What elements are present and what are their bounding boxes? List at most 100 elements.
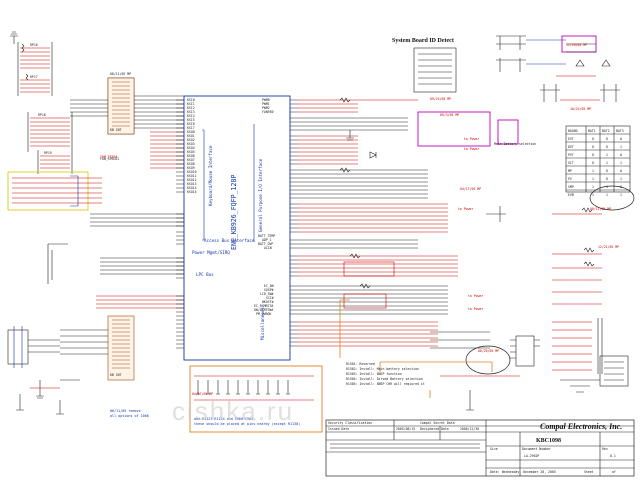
ec-right-wiring — [298, 97, 458, 347]
rev-tag-7: 08/11/05 MP — [590, 207, 611, 211]
sig-left-a: FAN_SPEED1 — [100, 157, 119, 161]
ec-pin-r13: EC_RSMRST# — [254, 304, 273, 308]
rev-tag-4: 06/26/05 MP — [478, 349, 499, 353]
ec-pin-r11: SCI# — [266, 296, 274, 300]
id-table-header: BAT1 — [588, 129, 596, 133]
ec-pin-r9: SUSP# — [264, 288, 274, 292]
ec-pin-l7: KSI7 — [187, 126, 195, 130]
tb-rev-val: 0.1 — [610, 454, 616, 458]
id-table-cell: 0 — [606, 137, 608, 141]
rev-tag-2: 09/3/05 MP — [440, 113, 459, 117]
id-table-cell: 0 — [592, 161, 594, 165]
tb-compal-secret: Compal Secret Data — [420, 421, 455, 425]
ec-pin-l21: KSO13 — [187, 182, 197, 186]
tb-issued: Issued Date — [328, 427, 349, 431]
note-line-3: R1503: Install: 8NSP function — [346, 372, 402, 376]
bottom-decoupling: add R1123 R1124 and C960~C964, these sho… — [189, 365, 323, 433]
ec-section-power: Power Mgmt/SIRQ — [192, 250, 230, 255]
title-block: Security Classification Compal Secret Da… — [325, 419, 635, 477]
ec-pin-l22: KSO14 — [187, 186, 197, 190]
id-table-cell: 1 — [606, 153, 608, 157]
board-id-section: System Board ID Detect 11/10/05 MP 10/24… — [392, 35, 620, 111]
ec-chip: KSI0 KSI1 KSI2 KSI3 KSI4 KSI5 KSI6 KSI7 … — [176, 95, 298, 361]
ec-pin-r7: ACIN — [264, 246, 272, 250]
ec-pin-l1: KSI1 — [187, 102, 195, 106]
tb-deciphered: Deciphered Date — [420, 427, 449, 431]
note-line-4: R1504: Install: Dirved Battery selection — [346, 377, 423, 381]
main-battery-selection: Main Battery selection — [494, 142, 536, 146]
power-tag-3: to Power — [458, 207, 473, 211]
ec-pin-l10: KSO2 — [187, 138, 195, 142]
tb-doc-val: LA-2962P — [524, 454, 539, 458]
ec-pin-l4: KSI4 — [187, 114, 195, 118]
ec-pin-l2: KSI2 — [187, 106, 195, 110]
rev-tag-3: 04/17/05 MP — [460, 187, 481, 191]
tb-sheet-label: Sheet — [584, 470, 594, 474]
id-table-cell: 1 — [592, 169, 594, 173]
rev-tag-9: 04/17/05 MP — [192, 392, 213, 396]
ec-section-access-bus: Access Bus Interface — [204, 238, 255, 243]
tb-doc-title: KBC1098 — [536, 438, 561, 444]
rpack-label-3: RP18 — [38, 113, 46, 117]
ec-pin-l3: KSI3 — [187, 110, 195, 114]
ec-pin-l0: KSI0 — [187, 98, 195, 102]
id-table-cell: MP — [568, 169, 572, 173]
left-note-1: 06/11/05 remove — [110, 409, 141, 413]
rev-tag-5: 11/10/05 MP — [566, 43, 587, 47]
id-table-cell: 1 — [606, 193, 608, 197]
tb-issued-val: 2005/08/15 — [396, 427, 415, 431]
rpack-label-4: RP19 — [44, 151, 52, 155]
left-bottom-area: 06/11/05 remove all options of 1066 — [16, 379, 149, 418]
ec-pin-r15: PM_PWROK — [256, 312, 271, 316]
id-table-cell: 0 — [592, 153, 594, 157]
ec-pin-l19: KSO11 — [187, 174, 197, 178]
ec-pin-l9: KSO1 — [187, 134, 195, 138]
id-table-cell: EVB — [568, 193, 574, 197]
left-highlight-group — [7, 171, 102, 211]
ec-pin-r10: LID_SW# — [260, 292, 274, 296]
ec-pin-r4: BATT_TEMP — [258, 234, 275, 238]
ec-pin-l12: KSO4 — [187, 146, 195, 150]
tb-security: Security Classification — [328, 421, 372, 425]
ec-pin-r6: BATT_OVP — [258, 242, 273, 246]
ec-pin-r0: PWM0 — [262, 98, 270, 102]
ec-section-keyboard: Keyboard/Mouse Interface — [208, 145, 213, 206]
tb-deciphered-val: 2006/12/30 — [460, 427, 479, 431]
ec-pin-l23: KSO15 — [187, 190, 197, 194]
ec-pin-l8: KSO0 — [187, 130, 195, 134]
ec-left-pin-names: KSI0 KSI1 KSI2 KSI3 KSI4 KSI5 KSI6 KSI7 … — [187, 98, 197, 194]
id-table-cell: 0 — [606, 145, 608, 149]
left-resistor-arrays: RP16 RP17 RP18 RP19 — [10, 31, 73, 174]
ec-pin-l13: KSO5 — [187, 150, 195, 154]
right-component-column: 08/11/05 MP 12/21/05 MP — [465, 185, 635, 393]
tb-date-label: Date: — [490, 470, 500, 474]
id-table-cell: 0 — [606, 169, 608, 173]
rev-tag-6: 10/24/05 MP — [570, 107, 591, 111]
ec-pin-r8: EC_ON — [264, 284, 274, 288]
ec-pin-l14: KSO6 — [187, 154, 195, 158]
rev-tag-8: 12/21/05 MP — [598, 245, 619, 249]
id-table-cell: 1 — [592, 185, 594, 189]
id-table-cell: 1 — [592, 193, 594, 197]
id-table-header: BAT3 — [616, 129, 624, 133]
note-line-5: R1505: Install: 8NSP CHR will reqiured i… — [346, 382, 425, 386]
board-id-title: System Board ID Detect — [392, 38, 454, 44]
id-table-cell: SIT — [568, 161, 574, 165]
mid-right-parts — [430, 331, 540, 411]
note-line-2: R1502: Install: Main battery selection — [346, 367, 419, 371]
id-table-cell: 0 — [606, 177, 608, 181]
id-table-cell: 1 — [620, 145, 622, 149]
rev-tag-kb: 08/11/05 MP — [110, 72, 131, 76]
id-table-header: BOARD — [568, 129, 578, 133]
power-tags: to Power to Power to Power to Power to P… — [430, 97, 536, 353]
ec-pin-r1: PWM1 — [262, 102, 270, 106]
ec-section-lpc: LPC Bus — [196, 272, 214, 277]
watermark: cishka.ru — [172, 396, 294, 426]
id-table-header: BAT2 — [602, 129, 610, 133]
ec-pin-l18: KSO10 — [187, 170, 197, 174]
ec-pin-l5: KSI5 — [187, 118, 195, 122]
id-table-cell: 0 — [620, 137, 622, 141]
